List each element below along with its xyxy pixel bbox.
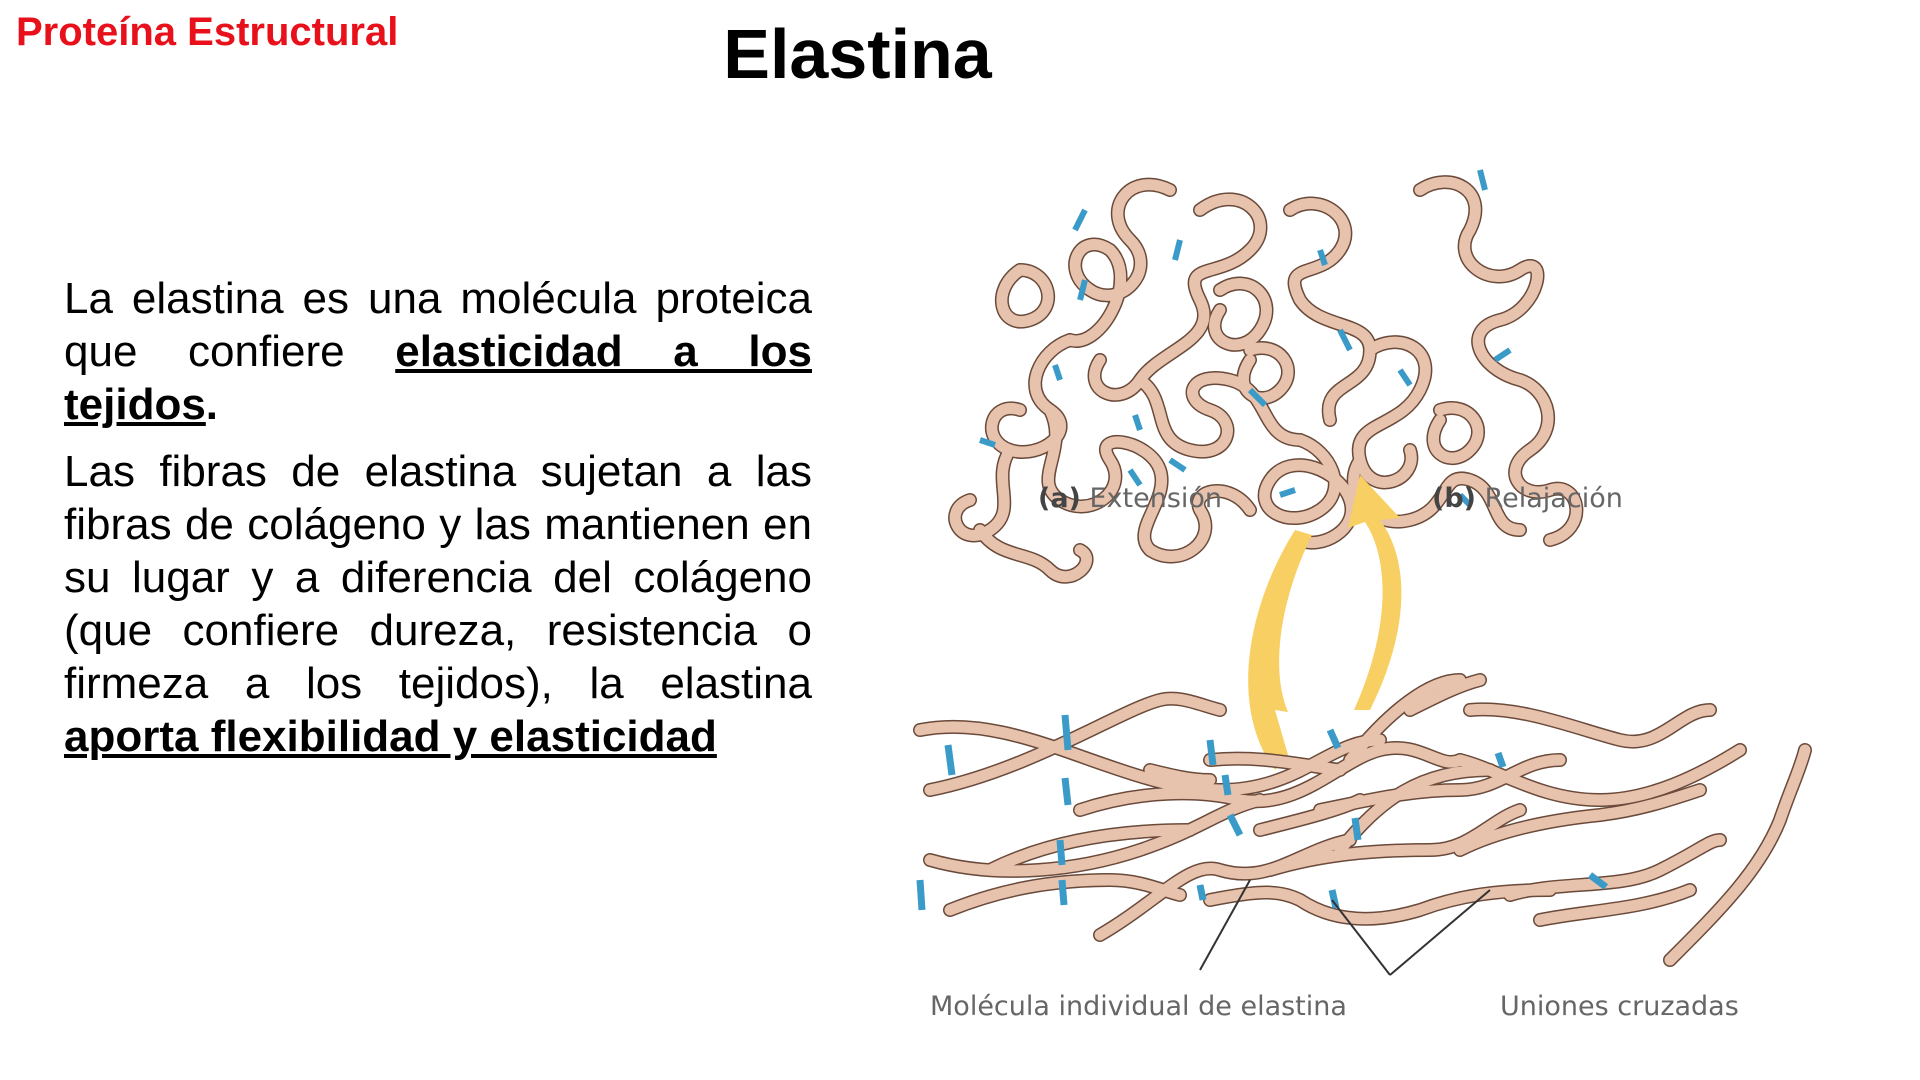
p2-text: Las fibras de elastina sujetan a las fib… (64, 447, 812, 708)
elastin-diagram: (a) Extensión (b) Relajación Molécula in… (913, 169, 1812, 1022)
relaxation-arrow (1348, 475, 1402, 710)
paragraph-1: La elastina es una molécula proteica que… (64, 272, 812, 431)
relaxation-label: (b) Relajación (1432, 483, 1623, 514)
extension-arrow (1248, 530, 1312, 770)
slide-title: Elastina (723, 15, 992, 93)
body-text: La elastina es una molécula proteica que… (64, 272, 812, 777)
transition-arrows (1248, 475, 1402, 770)
extension-label: (a) Extensión (1038, 483, 1222, 514)
stretched-network (913, 673, 1812, 967)
paragraph-2: Las fibras de elastina sujetan a las fib… (64, 445, 812, 763)
relaxed-network (948, 169, 1584, 584)
p1-text: La elastina es una molécula proteica que… (64, 274, 812, 376)
crosslinks-label: Uniones cruzadas (1500, 991, 1739, 1022)
p1-period: . (205, 380, 219, 429)
p1-emphasis: elasticidad a los tejidos (64, 327, 812, 429)
p2-emphasis: aporta flexibilidad y elasticidad (64, 712, 717, 761)
section-tag: Proteína Estructural (16, 10, 399, 54)
pointer-lines (1199, 879, 1491, 976)
molecule-label: Molécula individual de elastina (930, 991, 1347, 1022)
